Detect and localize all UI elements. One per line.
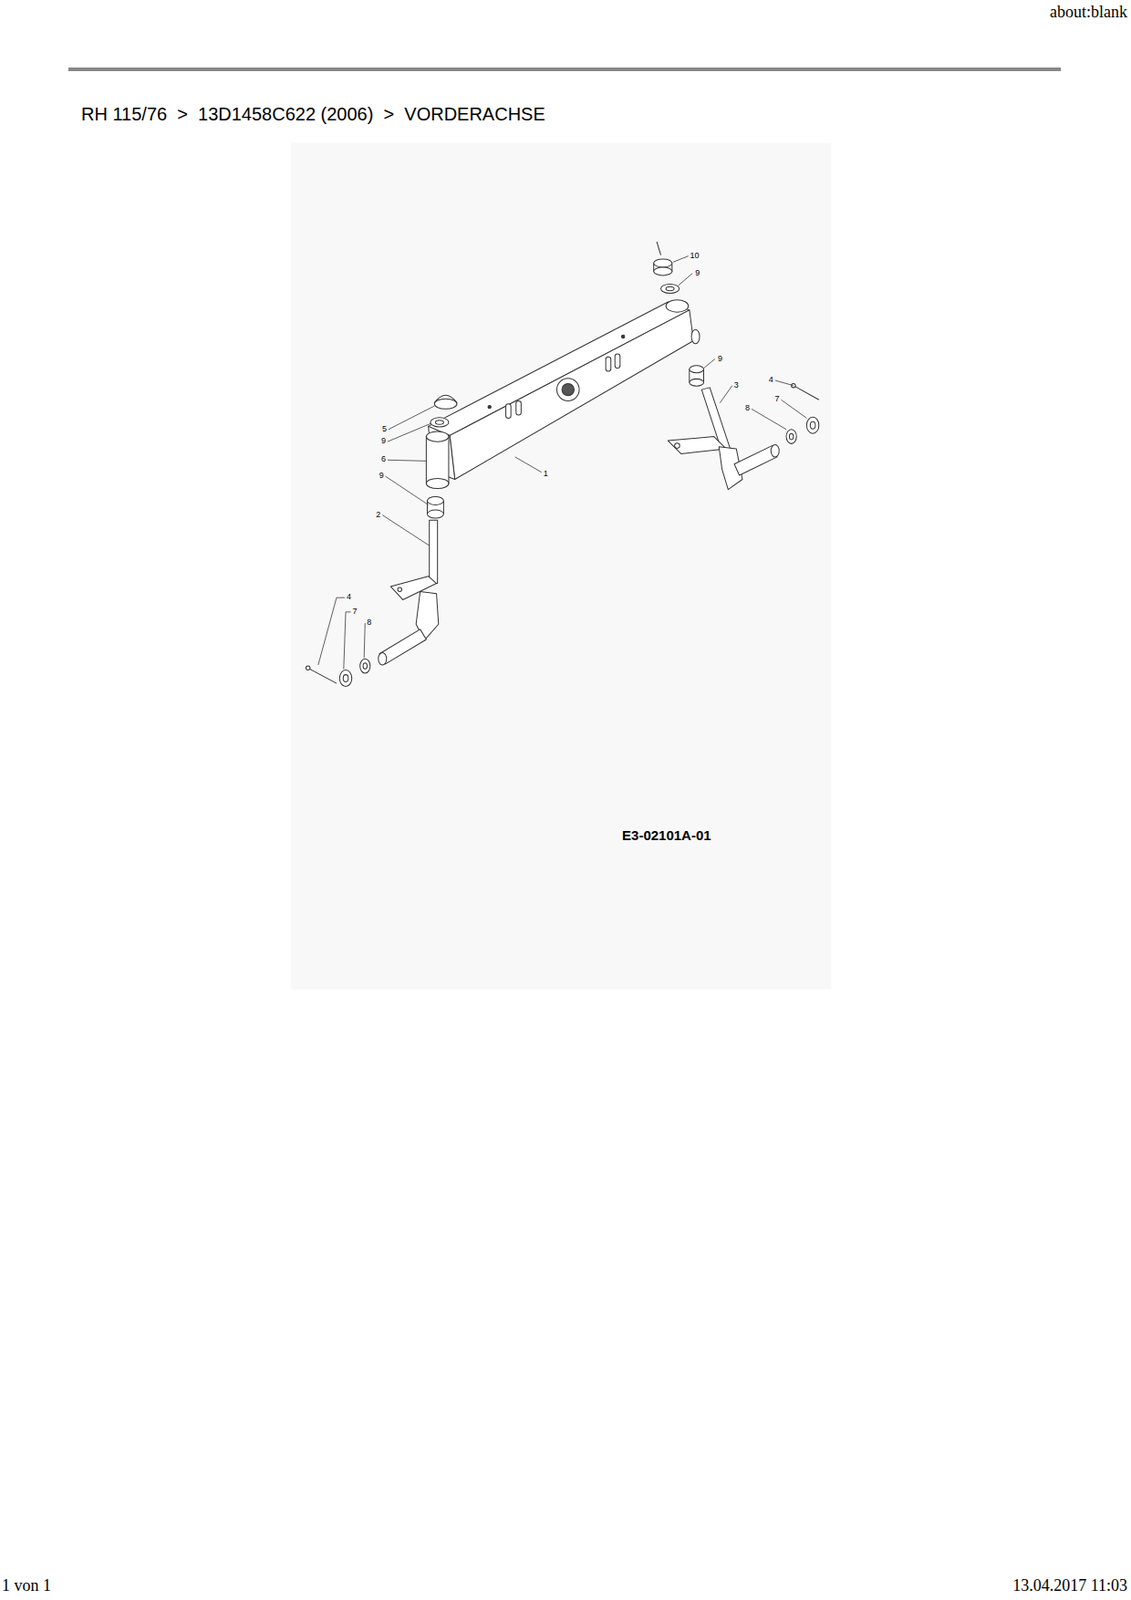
callout-number: 8 [365, 618, 373, 628]
cotter-pin [308, 667, 337, 684]
callout-number: 9 [380, 436, 387, 447]
callout-number: 7 [774, 394, 781, 405]
bushing [426, 497, 444, 506]
axis-line [656, 241, 661, 256]
leader-line [363, 622, 365, 658]
washer [665, 286, 675, 291]
spacer-tube [425, 436, 449, 484]
beam-slot [614, 353, 621, 369]
washer [786, 429, 797, 445]
callout-number: 3 [733, 381, 740, 391]
beam-boss [691, 329, 700, 344]
washer [339, 670, 352, 687]
leader-line [318, 597, 345, 665]
beam-front [449, 310, 694, 480]
callout-number: 9 [378, 471, 385, 481]
cotter-pin [793, 385, 820, 401]
leader-line [678, 273, 694, 286]
washer [360, 658, 371, 674]
arm-hole [397, 587, 402, 592]
leader-line [719, 385, 732, 404]
washer [809, 421, 816, 429]
illustration-ground [290, 143, 832, 990]
callout-number: 4 [345, 592, 353, 602]
beam-hole [561, 383, 574, 395]
leader-line [515, 456, 542, 473]
beam-hole [621, 334, 624, 338]
beam-slot [516, 400, 522, 416]
axle-drawing [290, 143, 832, 990]
leader-line [385, 476, 429, 505]
callout-number: 10 [688, 251, 700, 261]
nut [653, 267, 673, 276]
beam-slot [605, 356, 612, 372]
callout-number: 2 [374, 510, 382, 520]
leader-line [343, 612, 352, 670]
callout-number: 1 [542, 469, 550, 479]
leader-lines [318, 256, 808, 670]
callout-number: 9 [716, 354, 724, 364]
nut [653, 259, 673, 268]
cotter-pin [305, 665, 310, 670]
header-rule [68, 67, 1061, 72]
beam-hole [556, 378, 580, 402]
leader-line [388, 405, 435, 430]
leader-line [382, 515, 429, 547]
leader-line [673, 256, 689, 263]
washer [342, 674, 349, 683]
callout-number: 8 [744, 404, 751, 414]
spacer-tube [425, 477, 449, 488]
browser-header: about:blank [1049, 3, 1128, 22]
callout-number: 5 [381, 425, 388, 435]
callout-number: 6 [380, 455, 387, 465]
washer [806, 416, 819, 434]
cap [434, 398, 457, 409]
washer [435, 420, 444, 425]
bushing [689, 365, 705, 374]
leader-line [703, 359, 715, 369]
leader-line [780, 399, 807, 418]
print-date: 13.04.2017 11:03 [1012, 1577, 1128, 1596]
page-footer: 1 von 1 [1, 1577, 52, 1596]
stub-axle [770, 444, 779, 457]
bushing [689, 378, 705, 386]
beam-pivot [665, 300, 689, 312]
beam-slot [506, 404, 512, 419]
washer [430, 417, 449, 427]
page-title: RH 115/76 > 13D1458C622 (2006) > VORDERA… [81, 103, 546, 125]
arm-hole [674, 443, 681, 449]
callout-number: 9 [694, 269, 701, 279]
leader-line [387, 459, 426, 461]
steering-arm [667, 436, 727, 455]
leader-line [387, 423, 432, 442]
drawing-number: E3-02101A-01 [622, 828, 712, 844]
bushing [426, 509, 444, 519]
leader-line [751, 408, 787, 429]
washer [661, 283, 680, 293]
spacer-tube [425, 431, 449, 442]
washer [363, 663, 367, 670]
leader-line [775, 380, 794, 386]
callout-number: 7 [352, 607, 359, 617]
beam-hole [487, 404, 491, 408]
washer [788, 433, 793, 440]
spindle [429, 519, 438, 583]
stub-axle [378, 653, 387, 665]
callout-number: 4 [767, 375, 775, 385]
